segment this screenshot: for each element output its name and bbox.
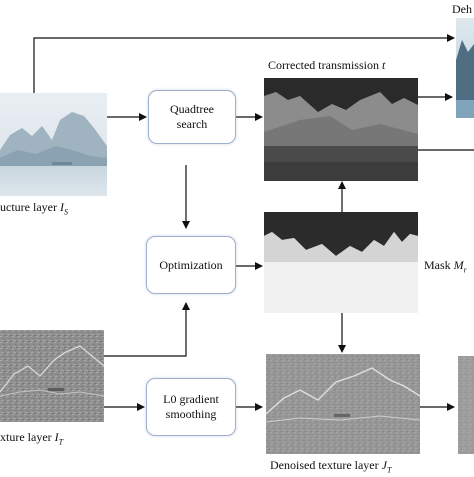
quadtree-search-box: Quadtree search: [148, 90, 236, 144]
texture-symbol: I: [54, 430, 59, 444]
structure-subscript: S: [63, 207, 68, 217]
denoised-subscript: T: [386, 465, 392, 475]
dehazed-label-partial: Deh: [452, 2, 472, 16]
structure-symbol: I: [59, 200, 64, 214]
texture-subscript: T: [58, 437, 64, 447]
corrected-transmission-label: Corrected transmission t: [268, 58, 386, 72]
arrow-texture-to-optimization: [104, 302, 190, 357]
mask-image: [264, 212, 418, 313]
transmission-symbol: t: [381, 58, 386, 72]
l0-gradient-smoothing-box: L0 gradient smoothing: [146, 378, 236, 436]
texture-layer-label: xture layer IT: [0, 430, 64, 447]
mask-symbol: M: [453, 258, 464, 272]
mask-label: Mask Mr: [424, 258, 467, 275]
denoised-texture-image: [265, 354, 421, 454]
quadtree-label-line2: search: [176, 117, 208, 131]
texture-layer-image: [0, 330, 105, 422]
quadtree-label-line1: Quadtree: [170, 102, 214, 116]
corrected-transmission-image: [264, 78, 418, 181]
dehazed-image: [456, 18, 474, 118]
l0-label-line1: L0 gradient: [163, 392, 219, 406]
structure-layer-label: ucture layer IS: [0, 200, 68, 217]
denoised-symbol: J: [381, 458, 387, 472]
mask-subscript: r: [463, 265, 467, 275]
denoised-texture-label: Denoised texture layer JT: [270, 458, 392, 475]
connectors: [33, 34, 474, 411]
arrow-structure-to-dehazed: [33, 34, 455, 93]
optimization-label: Optimization: [159, 257, 223, 272]
output-texture-image-cropped: [458, 356, 474, 454]
optimization-box: Optimization: [146, 236, 236, 294]
l0-label-line2: smoothing: [165, 407, 217, 421]
structure-layer-image: [0, 93, 107, 196]
